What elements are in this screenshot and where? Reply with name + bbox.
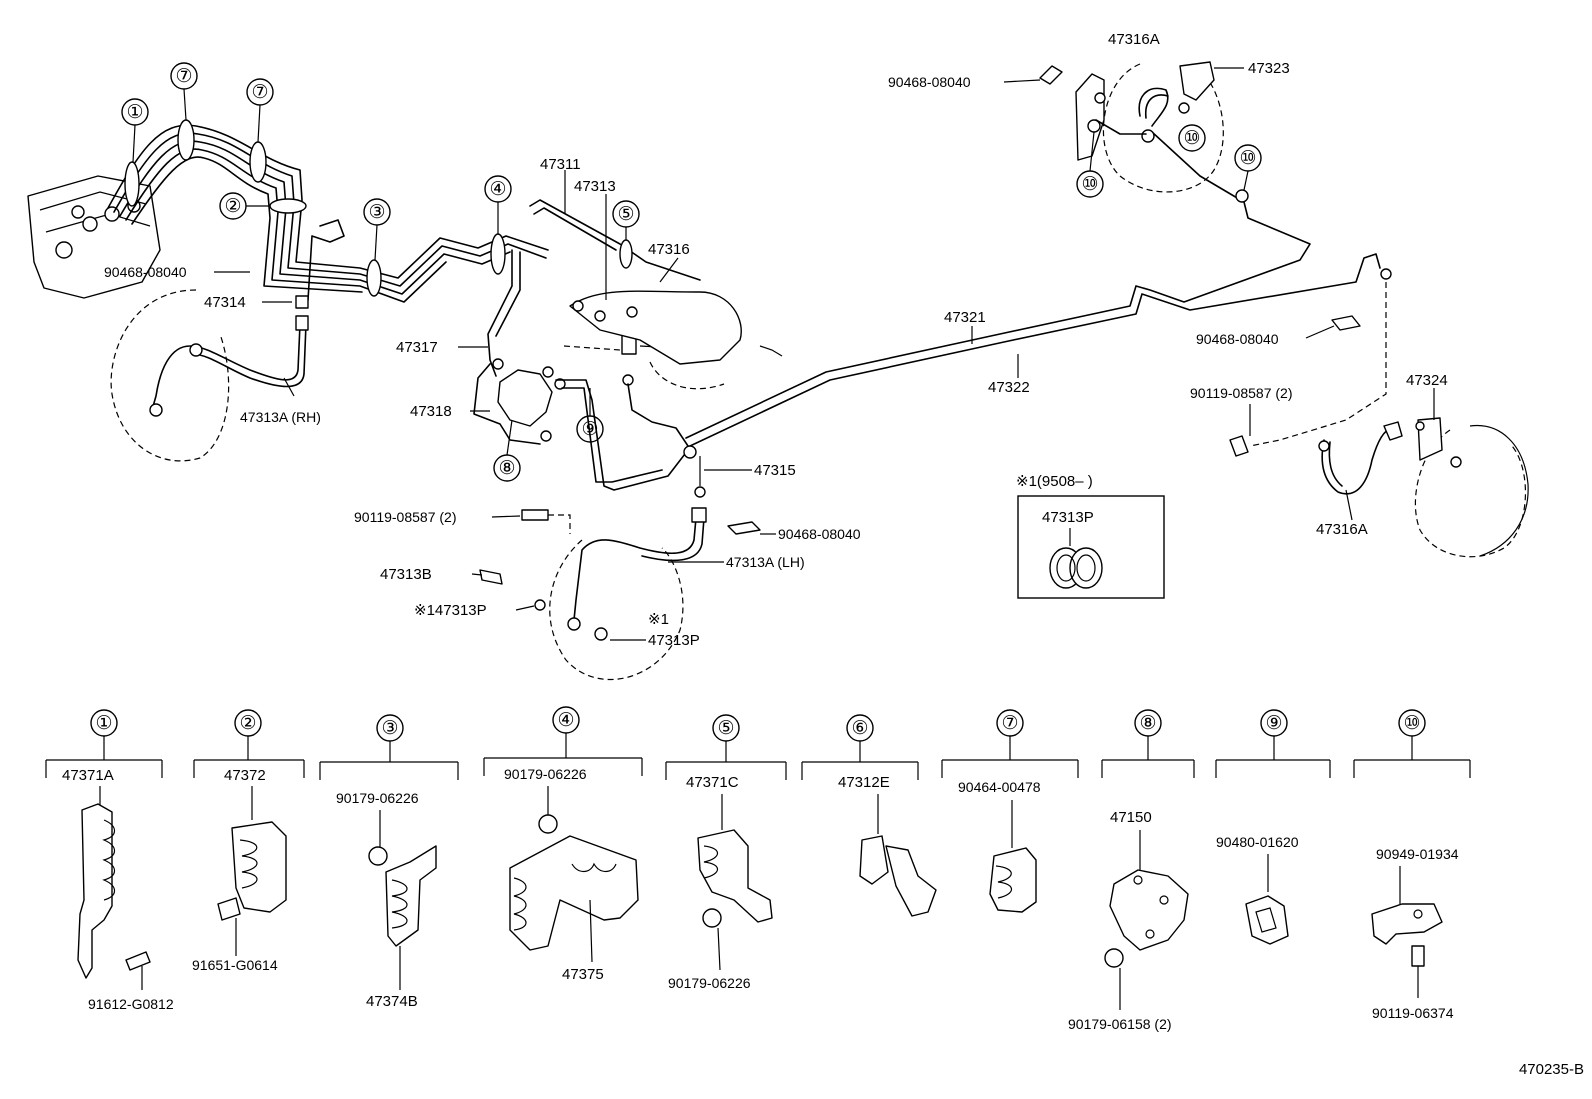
rear-brake-pipes <box>683 129 1392 498</box>
inset-box-note-1: ※1(9508– ) 47313P <box>1016 473 1165 599</box>
label-47313B: 47313B <box>380 566 432 583</box>
rear-left-assembly <box>1229 315 1529 558</box>
detail-callout-7: ⑦ <box>1001 712 1018 734</box>
callout-2: ② <box>224 195 241 217</box>
inset-title: ※1(9508– ) <box>1016 473 1093 490</box>
detail-2-header: 47372 <box>224 767 266 784</box>
detail-1-header: 47371A <box>62 767 114 784</box>
detail-group-10: ⑩ 90949-01934 90119-06374 <box>1353 709 1471 1021</box>
label-90468-08040-b: 90468-08040 <box>778 526 861 542</box>
detail-group-8: ⑧ 47150 90179-06158 (2) <box>1068 709 1195 1032</box>
detail-callout-9: ⑨ <box>1265 712 1282 734</box>
center-valve-assembly <box>473 290 783 491</box>
detail-callout-5: ⑤ <box>717 717 734 739</box>
label-47323: 47323 <box>1248 60 1290 77</box>
detail-6-header: 47312E <box>838 774 890 791</box>
inset-part-label: 47313P <box>1042 509 1094 526</box>
label-47311: 47311 <box>540 156 581 173</box>
label-47315: 47315 <box>754 462 796 479</box>
front-left-hose <box>479 507 761 681</box>
callout-1: ① <box>126 101 143 123</box>
label-90119-08587-a: 90119-08587 (2) <box>354 509 456 525</box>
detail-10-sub-0: 90119-06374 <box>1372 1005 1454 1021</box>
callout-5: ⑤ <box>617 203 634 225</box>
detail-10-header: 90949-01934 <box>1376 846 1459 862</box>
label-47317: 47317 <box>396 339 438 356</box>
label-90468-08040-a: 90468-08040 <box>104 264 187 280</box>
detail-8-header: 47150 <box>1110 809 1152 826</box>
label-47313P: 47313P <box>648 632 700 649</box>
label-90119-08587-b: 90119-08587 (2) <box>1190 385 1292 401</box>
label-90468-08040-c: 90468-08040 <box>888 74 971 90</box>
label-47314: 47314 <box>204 294 246 311</box>
bundle-clamps <box>124 119 633 297</box>
detail-9-header: 90480-01620 <box>1216 834 1299 850</box>
label-47316: 47316 <box>648 241 690 258</box>
label-47321: 47321 <box>944 309 986 326</box>
callout-7a: ⑦ <box>175 65 192 87</box>
detail-callout-6: ⑥ <box>851 717 868 739</box>
front-right-hose <box>110 289 309 462</box>
detail-8-sub-0: 90179-06158 (2) <box>1068 1016 1172 1032</box>
label-47313: 47313 <box>574 178 616 195</box>
label-note-1: ※1 <box>648 611 669 628</box>
leader-lines <box>214 67 1435 641</box>
label-47322: 47322 <box>988 379 1030 396</box>
label-47313P-note: ※147313P <box>414 602 487 619</box>
clamp-detail-row: ① 47371A 91612-G0812 ② 47372 91651-G0614… <box>45 706 1471 1032</box>
diagram-reference-id: 470235-B <box>1519 1061 1584 1078</box>
detail-1-sub-0: 91612-G0812 <box>88 996 174 1012</box>
detail-callout-2: ② <box>239 712 256 734</box>
detail-group-9: ⑨ 90480-01620 <box>1215 709 1331 945</box>
label-47313A-rh: 47313A (RH) <box>240 409 321 425</box>
detail-5-sub-0: 90179-06226 <box>668 975 751 991</box>
rear-callouts: ⑩ ⑩ ⑩ <box>1076 124 1262 198</box>
detail-callout-3: ③ <box>381 717 398 739</box>
detail-4-sub-0: 47375 <box>562 966 604 983</box>
label-47318: 47318 <box>410 403 452 420</box>
detail-3-header: 90179-06226 <box>336 790 419 806</box>
detail-5-header: 47371C <box>686 774 739 791</box>
detail-group-4: ④ 90179-06226 47375 <box>483 706 643 983</box>
front-pipe-bundle <box>107 124 701 377</box>
label-47313A-lh: 47313A (LH) <box>726 554 805 570</box>
label-47316A-bottom: 47316A <box>1316 521 1368 538</box>
detail-group-6: ⑥ 47312E <box>801 714 937 917</box>
detail-group-5: ⑤ 47371C 90179-06226 <box>665 714 787 991</box>
detail-group-3: ③ 90179-06226 47374B <box>319 714 459 1010</box>
detail-4-header: 90179-06226 <box>504 766 587 782</box>
detail-group-2: ② 47372 91651-G0614 <box>192 709 305 973</box>
rear-right-assembly <box>1039 61 1224 193</box>
label-47324: 47324 <box>1406 372 1448 389</box>
detail-3-sub-0: 47374B <box>366 993 418 1010</box>
detail-group-1: ① 47371A 91612-G0812 <box>45 709 174 1012</box>
main-labels: 90468-08040 47314 47313A (RH) 47311 4731… <box>104 31 1448 649</box>
callout-7b: ⑦ <box>251 81 268 103</box>
detail-2-sub-0: 91651-G0614 <box>192 957 278 973</box>
callout-4: ④ <box>489 178 506 200</box>
detail-callout-4: ④ <box>557 709 574 731</box>
detail-group-7: ⑦ 90464-00478 <box>941 709 1079 913</box>
callout-8: ⑧ <box>498 457 515 479</box>
callout-10b: ⑩ <box>1081 173 1098 195</box>
callout-10a: ⑩ <box>1183 127 1200 149</box>
detail-callout-1: ① <box>95 712 112 734</box>
callout-10c: ⑩ <box>1239 147 1256 169</box>
label-90468-08040-d: 90468-08040 <box>1196 331 1279 347</box>
detail-7-header: 90464-00478 <box>958 779 1041 795</box>
label-47316A-top: 47316A <box>1108 31 1160 48</box>
detail-callout-8: ⑧ <box>1139 712 1156 734</box>
callout-3: ③ <box>368 201 385 223</box>
detail-callout-10: ⑩ <box>1403 712 1420 734</box>
